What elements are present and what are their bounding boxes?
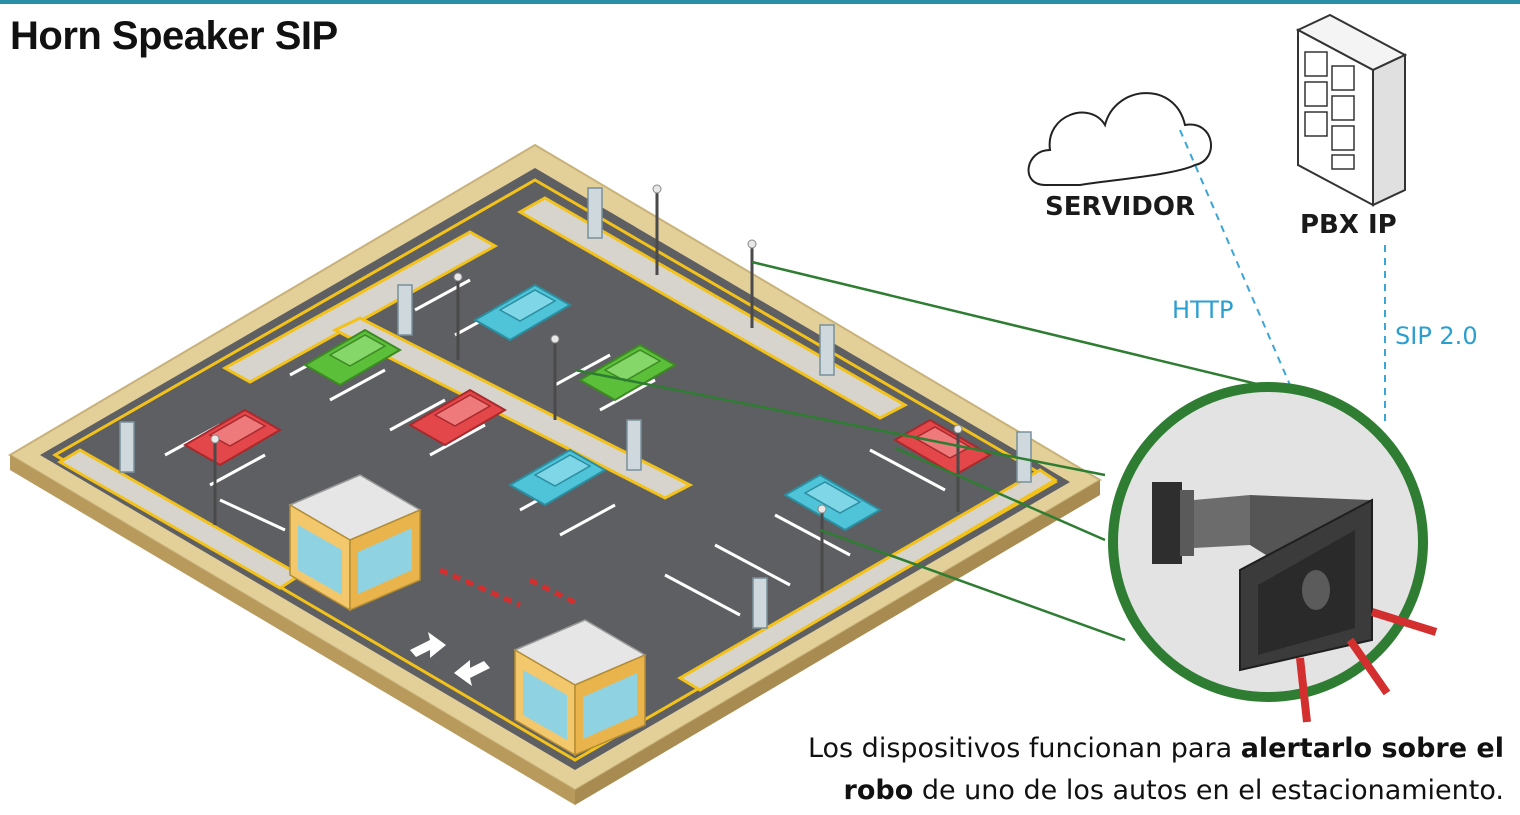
caption-emphasis: alertarlo sobre el xyxy=(1240,733,1504,764)
caption-line-1: Los dispositivos funcionan para alertarl… xyxy=(808,728,1504,770)
island-bottom-left xyxy=(57,448,303,590)
server-rack-icon xyxy=(1295,13,1408,207)
car xyxy=(783,473,882,532)
island-bottom-right xyxy=(677,468,1058,692)
caption-emphasis: robo xyxy=(843,775,914,806)
sip-label: SIP 2.0 xyxy=(1395,322,1478,350)
server-label: SERVIDOR xyxy=(1045,192,1196,222)
network-links xyxy=(1179,129,1386,425)
car xyxy=(303,328,402,387)
gate-barriers xyxy=(438,567,582,608)
lane-arrows xyxy=(410,632,490,686)
island-top xyxy=(516,196,909,420)
island-left xyxy=(221,230,499,384)
parking-lot xyxy=(8,143,1102,805)
callout-lines xyxy=(574,260,1291,642)
page-title: Horn Speaker SIP xyxy=(10,14,338,58)
booth xyxy=(288,474,422,612)
lamp-posts xyxy=(213,190,960,592)
caption-line-2: robo de uno de los autos en el estaciona… xyxy=(808,770,1504,812)
horn-speaker-icon xyxy=(1152,482,1373,672)
http-label: HTTP xyxy=(1172,296,1234,324)
car xyxy=(183,408,282,467)
caption-text: de uno de los autos en el estacionamient… xyxy=(913,775,1504,806)
car xyxy=(508,448,607,507)
booth xyxy=(513,619,647,757)
car xyxy=(408,388,507,447)
top-rule xyxy=(0,0,1520,4)
caption: Los dispositivos funcionan para alertarl… xyxy=(808,728,1504,812)
cloud-icon xyxy=(1027,92,1212,186)
car xyxy=(578,343,677,402)
car xyxy=(473,283,572,342)
alert-sound-marks xyxy=(1296,608,1438,723)
pbx-label: PBX IP xyxy=(1300,210,1397,240)
caption-text: Los dispositivos funcionan para xyxy=(807,733,1241,764)
island-mid xyxy=(331,316,694,500)
http-link xyxy=(1179,129,1291,386)
parking-meters xyxy=(119,187,1032,629)
